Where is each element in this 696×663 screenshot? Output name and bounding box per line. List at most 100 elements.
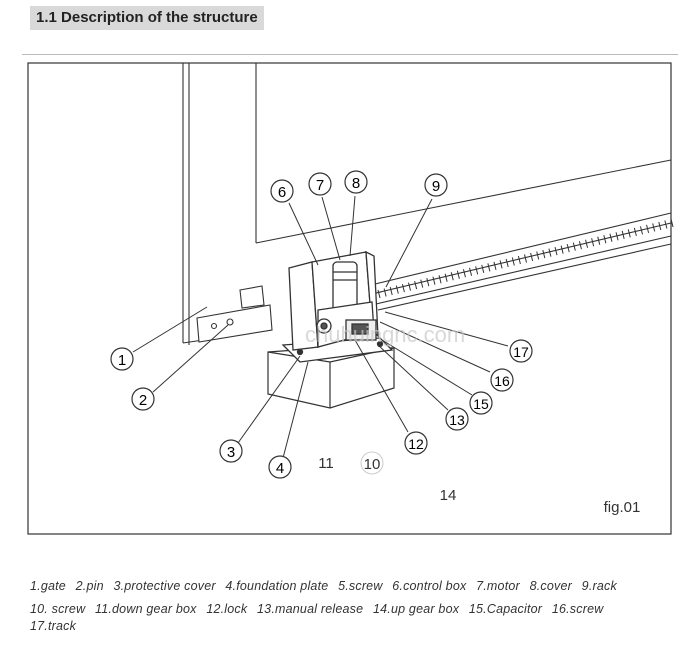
figure-frame	[27, 62, 672, 535]
rack-tooth	[609, 233, 613, 242]
callout-circle-4: 4	[268, 455, 292, 479]
callout-label: 15	[473, 396, 489, 412]
legend-line-3: 17.track	[30, 617, 670, 635]
legend-item: 2.pin	[75, 579, 104, 593]
rack-tooth	[462, 269, 466, 278]
callout-circle-8: 8	[344, 170, 368, 194]
rack-tooth	[566, 244, 570, 253]
rack-tooth	[444, 273, 448, 282]
callout-circle-9: 9	[424, 173, 448, 197]
rack-tooth	[542, 249, 546, 259]
legend-item: 5.screw	[338, 579, 383, 593]
callout-label: 2	[139, 392, 147, 409]
rack-tooth	[524, 254, 527, 263]
callout-label: 8	[352, 175, 360, 192]
rack-tooth	[511, 257, 515, 266]
rack-tooth	[572, 242, 576, 251]
rack-tooth	[530, 252, 534, 262]
callout-circle-7: 7	[308, 172, 332, 196]
rack-tooth	[621, 230, 625, 239]
watermark-text: chuhuingnc.com	[305, 322, 465, 347]
legend-item: 16.screw	[551, 602, 604, 616]
legend-item: 10. screw	[30, 602, 86, 616]
rack-tooth	[554, 246, 558, 256]
rack-tooth	[646, 224, 650, 234]
rack-tooth	[456, 270, 460, 279]
rack-tooth	[664, 220, 668, 229]
rack-tooth	[493, 261, 497, 271]
callout-label: 4	[276, 460, 284, 477]
section-title: 1.1 Description of the structure	[30, 6, 264, 30]
callout-label: 6	[278, 184, 286, 201]
divider	[22, 54, 678, 55]
callout-circle-2: 2	[131, 387, 155, 411]
rack-tooth	[639, 226, 643, 235]
legend-item: 6.control box	[392, 579, 467, 593]
callout-label: 1	[118, 352, 126, 369]
rack-tooth	[505, 258, 509, 268]
rack-tooth	[377, 289, 381, 299]
callout-label: 17	[513, 344, 529, 360]
rack-tooth	[597, 236, 601, 245]
legend-item: 12.lock	[206, 602, 248, 616]
legend-item: 17.track	[30, 619, 77, 633]
rack-tooth	[426, 278, 430, 287]
legend-item: 9.rack	[581, 579, 617, 593]
legend-item: 15.Capacitor	[468, 602, 543, 616]
figure-label: fig.01	[604, 499, 641, 516]
rack-tooth	[615, 232, 619, 241]
structure-diagram: chuhuingnc.com 1 2 3 4 6 7 8 9 12 13	[27, 62, 674, 535]
rack-tooth	[585, 239, 589, 248]
callout-circle-15: 15	[469, 391, 493, 415]
rack-tooth	[517, 255, 521, 265]
rack-tooth	[469, 267, 473, 276]
legend-item: 11.down gear box	[94, 602, 197, 616]
rack-tooth	[603, 235, 607, 244]
rack-tooth	[438, 275, 442, 284]
legend-item: 3.protective cover	[113, 579, 216, 593]
rack-tooth	[652, 223, 656, 232]
rail-illustration	[196, 285, 273, 343]
legend-line-1: 1.gate 2.pin 3.protective cover 4.founda…	[30, 577, 670, 595]
callout-circle-12: 12	[404, 431, 428, 455]
label-11: 11	[318, 455, 334, 472]
legend-item: 4.foundation plate	[225, 579, 329, 593]
leader-lines	[132, 195, 509, 459]
legend-item: 13.manual release	[257, 602, 364, 616]
label-10: 10	[360, 451, 384, 475]
legend-item: 8.cover	[529, 579, 572, 593]
callout-circle-16: 16	[490, 368, 514, 392]
rack-tooth	[670, 218, 674, 228]
rack-tooth	[548, 248, 552, 257]
rack-tooth	[536, 251, 540, 260]
callout-circle-13: 13	[445, 407, 469, 431]
rack-tooth	[578, 241, 582, 250]
legend-item: 14.up gear box	[372, 602, 460, 616]
callout-label: 12	[408, 436, 424, 452]
svg-text:10: 10	[364, 456, 381, 473]
rack-tooth	[450, 272, 454, 281]
callout-label: 13	[449, 412, 465, 428]
legend-line-2: 10. screw 11.down gear box 12.lock 13.ma…	[30, 600, 670, 618]
label-14: 14	[440, 487, 457, 504]
callout-label: 7	[316, 177, 324, 194]
callout-label: 16	[494, 373, 510, 389]
callout-circle-6: 6	[270, 179, 294, 203]
rack-teeth	[377, 218, 674, 299]
callout-circle-1: 1	[110, 347, 134, 371]
rack-tooth	[560, 245, 564, 254]
rack-tooth	[481, 264, 485, 273]
rack-tooth	[487, 263, 491, 272]
callout-circle-17: 17	[509, 339, 533, 363]
rack-tooth	[627, 229, 631, 238]
legend-item: 1.gate	[30, 579, 66, 593]
operator-body	[281, 250, 394, 363]
rack-tooth	[383, 288, 387, 297]
rack-tooth	[420, 279, 424, 288]
rack-tooth	[499, 260, 503, 269]
callout-label: 9	[432, 178, 440, 195]
legend-item: 7.motor	[476, 579, 520, 593]
rack-tooth	[475, 266, 479, 275]
rack-tooth	[389, 286, 393, 296]
rack-tooth	[408, 282, 412, 291]
